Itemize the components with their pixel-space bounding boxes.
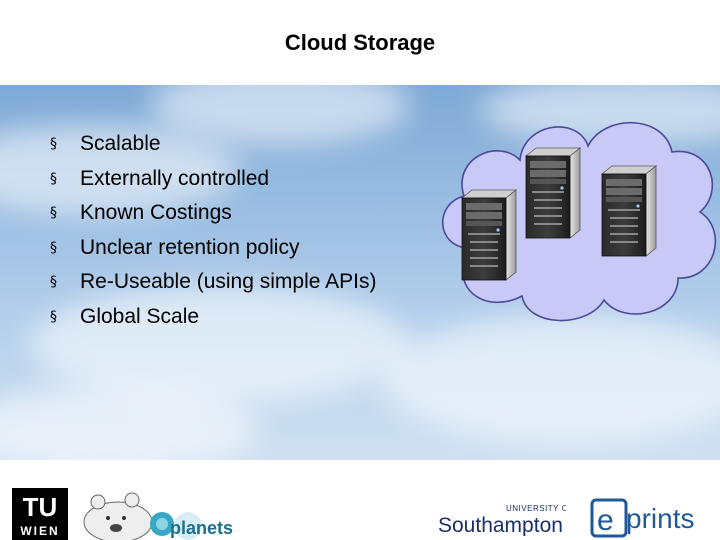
server-tower-icon: [601, 165, 657, 257]
university-of-southampton-logo: UNIVERSITY OF Southampton: [438, 504, 566, 536]
server-tower-icon: [461, 189, 517, 281]
bullet-text: Scalable: [80, 132, 161, 155]
title-band: Cloud Storage: [0, 0, 720, 85]
bullet-text: Known Costings: [80, 201, 232, 224]
polar-bear-logo: [83, 492, 153, 540]
eprints-text: prints: [626, 503, 694, 534]
bullet-marker: §: [50, 170, 57, 187]
cloud-wisp: [0, 125, 240, 215]
bullet-item: § Unclear retention policy: [50, 234, 376, 269]
bullet-text: Re-Useable (using simple APIs): [80, 270, 377, 293]
southampton-text: Southampton: [438, 514, 563, 536]
tu-logo-subtext: WIEN: [20, 524, 59, 538]
bullet-item: § Scalable: [50, 130, 376, 165]
cloud-storage-graphic: [441, 121, 716, 322]
slide-title: Cloud Storage: [284, 30, 436, 55]
bullet-item: § Known Costings: [50, 199, 376, 234]
svg-text:e: e: [597, 504, 614, 537]
bullet-item: § Externally controlled: [50, 165, 376, 200]
bullet-marker: §: [50, 239, 57, 256]
bullet-text: Global Scale: [80, 304, 200, 328]
planets-logo: planets: [150, 512, 233, 540]
tu-wien-logo: TU WIEN: [12, 488, 68, 540]
bullet-text: Externally controlled: [80, 166, 270, 190]
southampton-small-text: UNIVERSITY OF: [506, 504, 566, 513]
bullet-text: Unclear retention policy: [80, 235, 300, 259]
bullet-marker: §: [50, 274, 57, 290]
bullet-marker: §: [50, 136, 57, 152]
bullet-item: § Re-Useable (using simple APIs): [50, 268, 376, 303]
bullet-item: § Global Scale: [50, 303, 376, 338]
eprints-logo: e prints: [590, 498, 694, 538]
cloud-wisp: [0, 385, 260, 460]
bullet-marker: §: [50, 308, 57, 325]
tu-logo-text: TU: [23, 492, 58, 522]
server-tower-icon: [525, 147, 581, 239]
bullet-list: § Scalable § Externally controlled § Known …: [50, 130, 376, 337]
bullet-marker: §: [50, 205, 57, 221]
planets-logo-text: planets: [170, 518, 233, 538]
cloud-wisp: [380, 315, 720, 445]
